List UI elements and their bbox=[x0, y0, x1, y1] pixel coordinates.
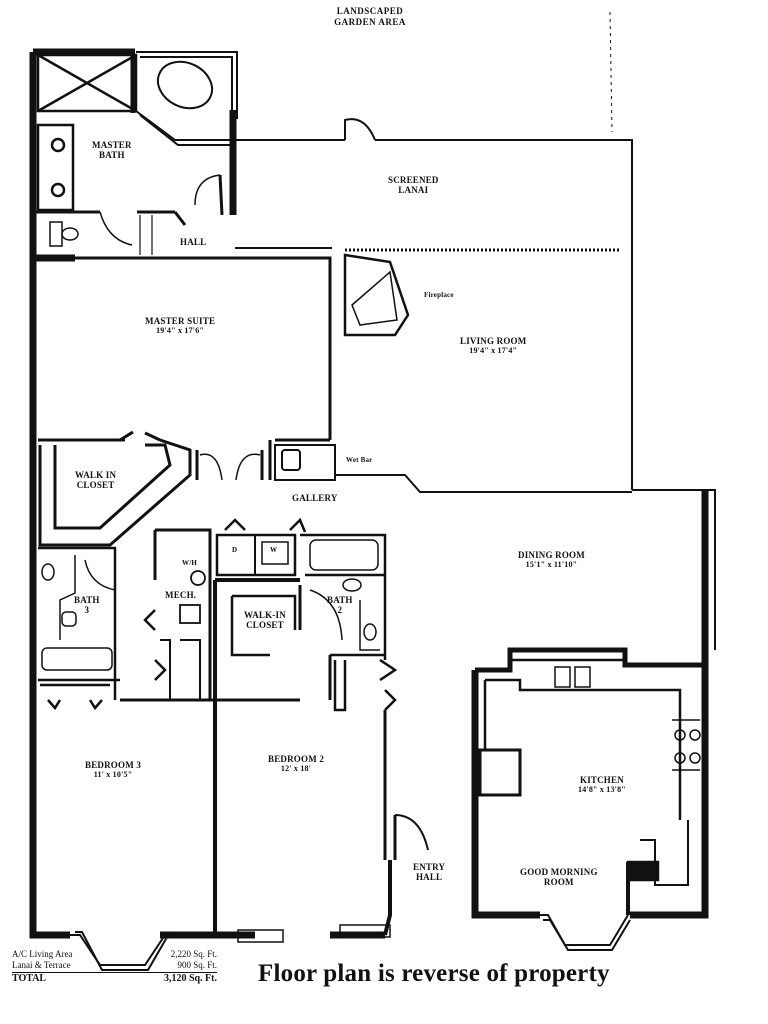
landscaped-garden-label: LANDSCAPED GARDEN AREA bbox=[320, 6, 420, 28]
bedroom-2-name: BEDROOM 2 bbox=[268, 754, 325, 764]
screened-lanai-walls bbox=[233, 11, 633, 490]
living-room-dims: 19'4" x 17'4" bbox=[469, 346, 518, 355]
living-room-name: LIVING ROOM bbox=[460, 336, 527, 346]
master-suite-dims: 19'4" x 17'6" bbox=[156, 326, 205, 335]
room-label-master-suite: MASTER SUITE 19'4" x 17'6" bbox=[145, 316, 215, 336]
lanai-line-2: LANAI bbox=[398, 185, 429, 195]
washer-label: W bbox=[270, 546, 278, 554]
mech-label: MECH. bbox=[165, 590, 197, 600]
front-windows bbox=[237, 924, 391, 943]
area-row-living: A/C Living Area 2,220 Sq. Ft. bbox=[12, 949, 217, 960]
fireplace bbox=[343, 253, 410, 337]
bath-3-line-1: BATH bbox=[74, 595, 100, 605]
room-label-bedroom-2: BEDROOM 2 12' x 18' bbox=[268, 754, 324, 774]
kitchen-cabinets bbox=[475, 647, 705, 915]
room-label-hall: HALL bbox=[180, 237, 207, 247]
kitchen-name: KITCHEN bbox=[580, 775, 624, 785]
area-label: A/C Living Area bbox=[12, 949, 73, 959]
room-label-screened-lanai: SCREENED LANAI bbox=[388, 175, 439, 195]
room-label-master-bath: MASTER BATH bbox=[92, 140, 132, 160]
closet-2-line-2: CLOSET bbox=[246, 620, 284, 630]
closet-line-2: CLOSET bbox=[76, 480, 115, 490]
wh-label: W/H bbox=[182, 559, 197, 567]
total-value: 3,120 Sq. Ft. bbox=[163, 973, 217, 984]
dryer-label: D bbox=[232, 546, 238, 554]
master-bath-line-1: MASTER bbox=[92, 140, 132, 150]
kitchen-dims: 14'8" x 13'8" bbox=[578, 785, 626, 794]
fireplace-label: Fireplace bbox=[424, 291, 454, 299]
lanai-line-1: SCREENED bbox=[388, 175, 439, 185]
bath-2 bbox=[300, 533, 387, 660]
dining-room-dims: 15'1" x 11'10" bbox=[525, 560, 578, 569]
closet-line-1: WALK IN bbox=[75, 470, 117, 480]
bedroom-2-dims: 12' x 18' bbox=[280, 764, 312, 773]
area-value: 2,220 Sq. Ft. bbox=[170, 949, 217, 959]
master-bath-shower bbox=[36, 53, 138, 113]
bedroom-3-dims: 11' x 10'5" bbox=[93, 770, 133, 779]
room-label-kitchen: KITCHEN 14'8" x 13'8" bbox=[578, 775, 626, 795]
room-label-good-morning-room: GOOD MORNING ROOM bbox=[520, 867, 598, 887]
morning-room-line-2: ROOM bbox=[543, 877, 574, 887]
bath-3 bbox=[38, 546, 120, 682]
bath-3-line-2: 3 bbox=[84, 605, 90, 615]
entry-hall-line-1: ENTRY bbox=[413, 862, 446, 872]
room-label-gallery: GALLERY bbox=[292, 493, 338, 503]
wet-bar-label: Wet Bar bbox=[346, 456, 373, 464]
room-label-entry-hall: ENTRY HALL bbox=[413, 862, 445, 882]
area-row-total: TOTAL 3,120 Sq. Ft. bbox=[12, 972, 217, 984]
area-summary-table: A/C Living Area 2,220 Sq. Ft. Lanai & Te… bbox=[12, 949, 217, 984]
header-line-1: LANDSCAPED bbox=[336, 6, 404, 16]
room-label-bath-2: BATH 2 bbox=[327, 595, 353, 615]
area-value: 900 Sq. Ft. bbox=[177, 960, 217, 970]
exterior-walls bbox=[29, 48, 709, 939]
bath-2-line-1: BATH bbox=[327, 595, 353, 605]
wet-bar bbox=[274, 444, 336, 481]
bay-window-morning-room bbox=[540, 914, 631, 951]
total-label: TOTAL bbox=[12, 973, 47, 984]
closet-2-line-1: WALK-IN bbox=[244, 610, 286, 620]
bedroom-3-name: BEDROOM 3 bbox=[85, 760, 142, 770]
room-label-dining-room: DINING ROOM 15'1" x 11'10" bbox=[518, 550, 585, 570]
reverse-plan-note: Floor plan is reverse of property bbox=[258, 960, 610, 987]
bath-2-line-2: 2 bbox=[337, 605, 343, 615]
master-bath-tub bbox=[135, 51, 238, 146]
room-label-bedroom-3: BEDROOM 3 11' x 10'5" bbox=[85, 760, 141, 780]
walk-in-closet bbox=[38, 430, 192, 547]
room-label-living-room: LIVING ROOM 19'4" x 17'4" bbox=[460, 336, 526, 356]
morning-room-line-1: GOOD MORNING bbox=[520, 867, 598, 877]
master-bath-line-2: BATH bbox=[99, 150, 125, 160]
area-label: Lanai & Terrace bbox=[12, 960, 71, 970]
bay-window-bedroom-3 bbox=[70, 931, 171, 971]
mech-laundry bbox=[143, 517, 307, 700]
area-row-lanai: Lanai & Terrace 900 Sq. Ft. bbox=[12, 960, 217, 971]
room-label-walk-in-closet-2: WALK-IN CLOSET bbox=[244, 610, 286, 630]
header-line-2: GARDEN AREA bbox=[334, 17, 406, 27]
room-label-bath-3: BATH 3 bbox=[74, 595, 100, 615]
master-suite-walls bbox=[33, 256, 332, 480]
master-bath-vanity bbox=[36, 123, 75, 212]
room-label-walk-in-closet: WALK IN CLOSET bbox=[75, 470, 116, 490]
master-suite-name: MASTER SUITE bbox=[145, 316, 216, 326]
entry-hall-line-2: HALL bbox=[415, 872, 443, 882]
dining-room-name: DINING ROOM bbox=[518, 550, 585, 560]
